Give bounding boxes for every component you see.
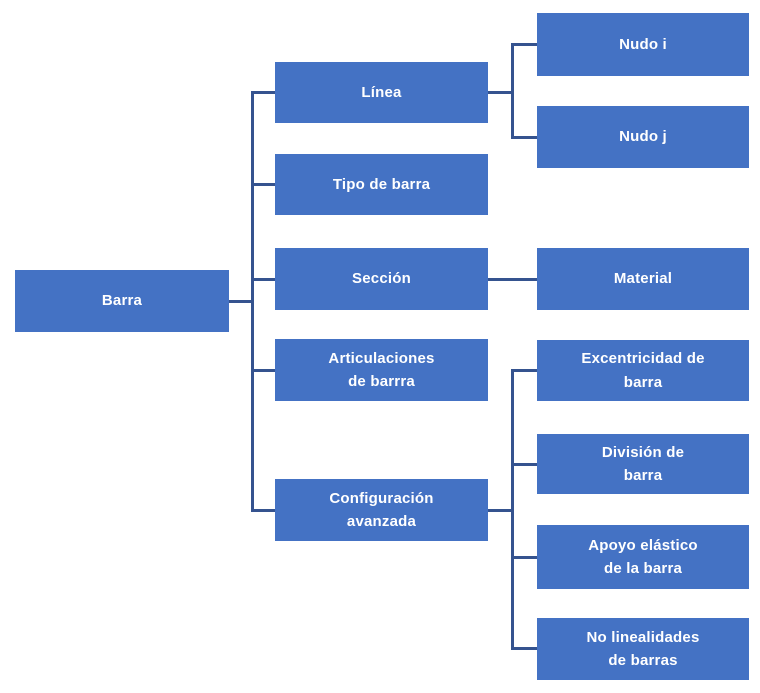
node-articulaciones-de-barra: Articulaciones de barrra	[275, 339, 488, 401]
node-division-de-barra: División de barra	[537, 434, 749, 494]
node-nudo-i: Nudo i	[537, 13, 749, 76]
connector-stub-no-linealidades	[511, 647, 537, 650]
node-seccion-label: Sección	[352, 270, 411, 288]
node-barra: Barra	[15, 270, 229, 332]
node-apoyo-elastico: Apoyo elástico de la barra	[537, 525, 749, 589]
connector-stub-tipo-de-barra	[251, 183, 275, 186]
node-material-label: Material	[613, 270, 673, 288]
connector-left-trunk	[251, 91, 254, 512]
node-configuracion-avanzada: Configuración avanzada	[275, 479, 488, 541]
node-no-linealidades-label: No linealidades de barras	[586, 628, 700, 669]
node-excentricidad-de-barra: Excentricidad de barra	[537, 340, 749, 401]
connector-barra-to-trunk	[229, 300, 253, 303]
connector-stub-nudo-i	[511, 43, 537, 46]
node-apoyo-label: Apoyo elástico de la barra	[588, 536, 698, 577]
connector-stub-nudo-j	[511, 136, 537, 139]
connector-configuracion-to-trunk	[488, 509, 513, 512]
connector-configuracion-children-trunk	[511, 369, 514, 650]
node-barra-label: Barra	[101, 292, 143, 310]
node-configuracion-label: Configuración avanzada	[329, 489, 434, 530]
node-excentricidad-label: Excentricidad de barra	[581, 350, 705, 391]
node-no-linealidades: No linealidades de barras	[537, 618, 749, 680]
node-linea-label: Línea	[361, 83, 402, 101]
connector-stub-linea	[251, 91, 275, 94]
node-tipo-de-barra-label: Tipo de barra	[332, 175, 431, 193]
connector-linea-children-trunk	[511, 43, 514, 139]
node-division-label: División de barra	[601, 443, 685, 484]
node-nudo-j-label: Nudo j	[619, 128, 667, 146]
connector-stub-apoyo	[511, 556, 537, 559]
connector-linea-to-trunk	[488, 91, 513, 94]
node-linea: Línea	[275, 62, 488, 123]
node-tipo-de-barra: Tipo de barra	[275, 154, 488, 215]
node-seccion: Sección	[275, 248, 488, 310]
connector-stub-seccion	[251, 278, 275, 281]
connector-stub-articulaciones	[251, 369, 275, 372]
connector-stub-excentricidad	[511, 369, 537, 372]
connector-stub-configuracion	[251, 509, 275, 512]
node-material: Material	[537, 248, 749, 310]
connector-stub-division	[511, 463, 537, 466]
node-nudo-j: Nudo j	[537, 106, 749, 168]
node-articulaciones-label: Articulaciones de barrra	[328, 349, 435, 390]
node-nudo-i-label: Nudo i	[619, 35, 667, 53]
connector-seccion-to-material	[488, 278, 537, 281]
